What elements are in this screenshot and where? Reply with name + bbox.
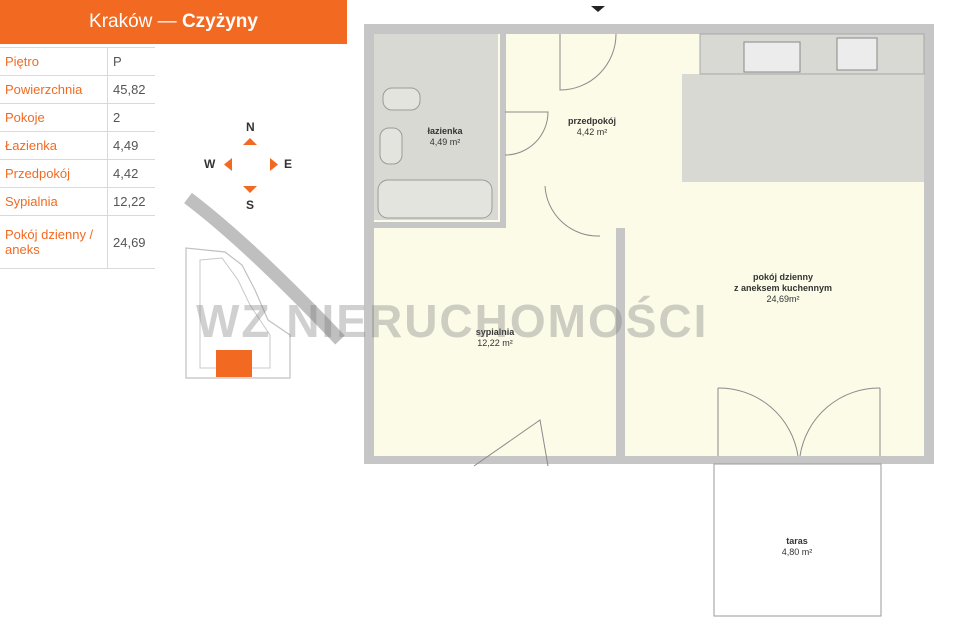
- room-name: przedpokój: [567, 116, 616, 126]
- washbasin: [379, 127, 403, 165]
- room-name: łazienka: [427, 126, 463, 136]
- room-name: sypialnia: [475, 327, 515, 337]
- room-area: 12,22 m²: [477, 338, 513, 348]
- arrow-south-icon: [243, 186, 257, 193]
- compass-s-label: S: [246, 198, 255, 212]
- bathroom-label: łazienka 4,49 m²: [410, 126, 480, 148]
- param-label: Powierzchnia: [0, 75, 108, 104]
- entrance-arrow-icon: [591, 6, 605, 12]
- terrace: [713, 463, 882, 617]
- room-name-2: z aneksem kuchennym: [733, 283, 833, 293]
- room-name: taras: [786, 536, 808, 546]
- room-area: 4,49 m²: [429, 137, 461, 147]
- bedroom-label: sypialnia 12,22 m²: [460, 327, 530, 349]
- param-value: 4,49: [107, 131, 155, 160]
- param-value: 12,22: [107, 187, 155, 216]
- compass-e-label: E: [284, 157, 293, 171]
- compass-w-label: W: [204, 157, 216, 171]
- city-label: Kraków —: [89, 11, 177, 32]
- district-label: Czyżyny: [181, 11, 258, 32]
- sink-icon: [743, 41, 801, 73]
- cooktop-icon: [836, 37, 878, 71]
- terrace-doors: [717, 387, 881, 457]
- room-name: pokój dzienny: [752, 272, 813, 282]
- compass: [224, 138, 278, 193]
- room-area: 4,42 m²: [576, 127, 608, 137]
- room-area: 4,80 m²: [781, 547, 813, 557]
- param-label: Sypialnia: [0, 187, 108, 216]
- hall-floor: [506, 34, 682, 182]
- arrow-west-icon: [224, 158, 232, 171]
- arrow-north-icon: [243, 138, 257, 145]
- site-map: [184, 192, 345, 379]
- toilet: [382, 87, 421, 111]
- building-outline: [199, 257, 271, 369]
- bedroom-window: [473, 419, 549, 467]
- kitchen-counter: [682, 74, 924, 182]
- param-label: Piętro: [0, 47, 108, 76]
- entrance-door: [559, 33, 617, 91]
- param-label: Łazienka: [0, 131, 108, 160]
- compass-n-label: N: [246, 120, 255, 134]
- param-value: 24,69: [107, 215, 155, 269]
- room-area: 24,69m²: [766, 294, 800, 304]
- site-outline: [185, 247, 291, 379]
- header-title: Kraków — Czyżyny: [0, 0, 347, 44]
- param-value: 2: [107, 103, 155, 132]
- living-label: pokój dzienny z aneksem kuchennym 24,69m…: [723, 272, 843, 305]
- road-shape: [184, 192, 345, 345]
- param-label: Pokój dzienny / aneks: [0, 215, 108, 269]
- apartment-marker: [216, 350, 252, 377]
- hall-label: przedpokój 4,42 m²: [552, 116, 632, 138]
- bathtub: [377, 179, 493, 219]
- param-label: Pokoje: [0, 103, 108, 132]
- bedroom-floor: [374, 228, 616, 456]
- arrow-east-icon: [270, 158, 278, 171]
- param-value: P: [107, 47, 155, 76]
- watermark: WZ NIERUCHOMOŚCI: [196, 295, 709, 347]
- param-label: Przedpokój: [0, 159, 108, 188]
- param-value: 4,42: [107, 159, 155, 188]
- param-value: 45,82: [107, 75, 155, 104]
- kitchen-unit: [699, 33, 925, 75]
- bathroom-door: [504, 111, 549, 156]
- bedroom-door: [544, 185, 601, 237]
- terrace-label: taras 4,80 m²: [762, 536, 832, 558]
- hall-floor-lower: [506, 182, 625, 228]
